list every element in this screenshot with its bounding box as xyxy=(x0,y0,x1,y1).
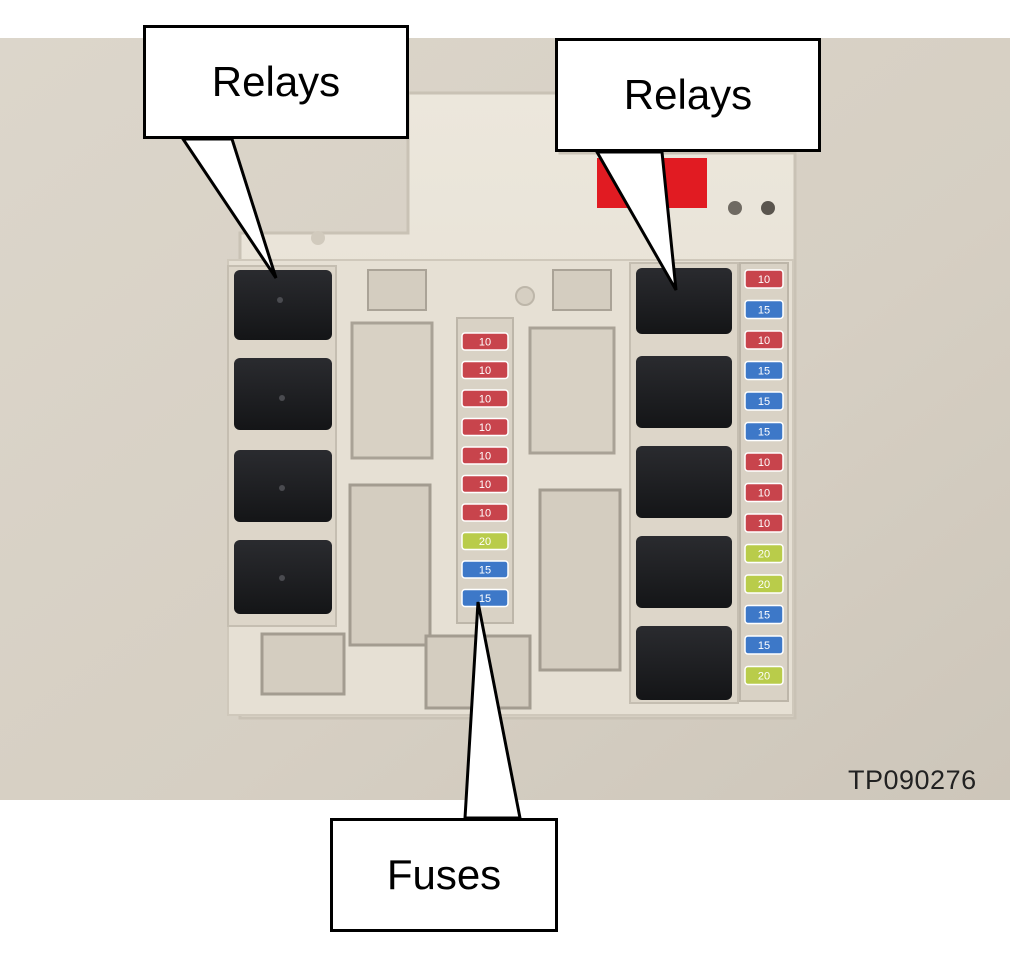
fuse-rating-label: 15 xyxy=(758,305,770,317)
red-warning-label xyxy=(597,158,707,208)
fuse-rating-label: 10 xyxy=(479,451,491,463)
fuse-rating-label: 10 xyxy=(479,365,491,377)
fuse-rating-label: 10 xyxy=(479,337,491,349)
fuse-rating-label: 10 xyxy=(758,274,770,286)
relay-block xyxy=(636,536,732,608)
fuse-blade xyxy=(744,360,784,381)
left-relay-column xyxy=(227,265,337,627)
fuse-blade xyxy=(744,330,784,350)
relay-block xyxy=(234,270,332,340)
fuse-rating-label: 10 xyxy=(758,335,770,347)
relays-callout-left: Relays xyxy=(143,25,409,139)
fuse-blade xyxy=(461,446,509,465)
right-fuse-column: 10 15 10 15 15 15 10 10 10 20 20 15 15 20 xyxy=(739,262,789,702)
relays-callout-right: Relays xyxy=(555,38,821,152)
fuse-rating-label: 10 xyxy=(479,394,491,406)
center-fuse-column: 10 10 10 10 10 10 10 20 15 15 xyxy=(456,317,514,624)
fuse-rating-label: 20 xyxy=(479,536,491,548)
right-relay-column xyxy=(629,262,739,704)
fuse-blade xyxy=(461,389,509,408)
fuse-rating-label: 10 xyxy=(479,422,491,434)
screw-hole xyxy=(728,201,742,215)
screw-hole xyxy=(761,201,775,215)
mounting-peg xyxy=(311,231,325,245)
fuse-rating-label: 15 xyxy=(758,427,770,439)
fuse-rating-label: 15 xyxy=(758,640,770,652)
fuse-rating-label: 10 xyxy=(758,457,770,469)
fuse-rating-label: 10 xyxy=(758,518,770,530)
fuse-blade xyxy=(744,299,784,320)
fuse-blade xyxy=(461,474,509,494)
fuse-blade xyxy=(744,635,784,655)
fuse-rating-label: 20 xyxy=(758,671,770,683)
fuse-blade xyxy=(744,391,784,411)
relay-block xyxy=(636,268,732,334)
fuse-blade xyxy=(744,604,784,625)
fuse-blade xyxy=(744,482,784,503)
fuse-box-photo: 10 10 10 10 10 10 10 20 15 15 10 15 10 15 15 15 10 10 10 2… xyxy=(0,38,1010,800)
fuse-blade xyxy=(744,574,784,594)
photo-reference-code: TP090276 xyxy=(848,765,977,795)
fuse-blade xyxy=(744,452,784,472)
fuse-blade xyxy=(744,543,784,564)
fuse-rating-label: 20 xyxy=(758,549,770,561)
fuse-rating-label: 15 xyxy=(758,610,770,622)
fuse-blade xyxy=(461,360,509,380)
fuse-rating-label: 10 xyxy=(479,508,491,520)
fuse-blade xyxy=(461,531,509,551)
mounting-peg xyxy=(515,286,535,306)
relay-block xyxy=(636,626,732,700)
fuse-blade xyxy=(744,665,784,686)
fuse-rating-label: 20 xyxy=(758,579,770,591)
fuse-rating-label: 15 xyxy=(479,565,491,577)
fuse-blade xyxy=(461,560,509,579)
fuse-blade xyxy=(461,417,509,437)
fuse-blade xyxy=(744,269,784,289)
fuse-rating-label: 15 xyxy=(479,593,491,605)
relay-block xyxy=(234,358,332,430)
fuse-blade xyxy=(744,513,784,533)
fuse-blade xyxy=(744,421,784,442)
fuse-rating-label: 15 xyxy=(758,396,770,408)
fuse-rating-label: 10 xyxy=(758,488,770,500)
fuse-rating-label: 10 xyxy=(479,479,491,491)
relay-block xyxy=(636,356,732,428)
relay-block xyxy=(636,446,732,518)
fuse-blade xyxy=(461,332,509,351)
fuses-callout: Fuses xyxy=(330,818,558,932)
fuse-rating-label: 15 xyxy=(758,366,770,378)
fuse-blade xyxy=(461,503,509,522)
